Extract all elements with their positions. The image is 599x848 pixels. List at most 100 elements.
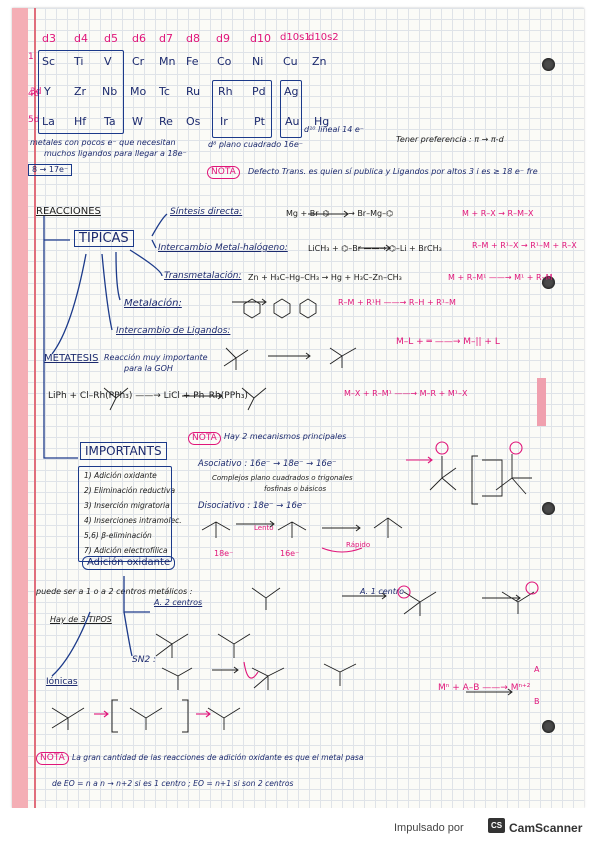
- d8-metals-box: [212, 80, 272, 138]
- element-symbol: Pd: [252, 85, 266, 98]
- element-symbol: Ta: [104, 115, 116, 128]
- eq-adicion-a: A: [534, 665, 540, 674]
- label-a-2-centros: A. 2 centros: [154, 598, 203, 607]
- box-tipicas: TIPICAS: [74, 230, 134, 247]
- eq-sintesis-general: M + R–X → R–M–X: [462, 209, 534, 218]
- element-symbol: Ru: [186, 85, 201, 98]
- list-item: 2) Eliminación reductiva: [84, 486, 176, 495]
- period-label: 3d: [30, 87, 42, 97]
- nota-badge: NOTA: [36, 752, 69, 765]
- note-asociativo: Complejos plano cuadrados o trigonales: [212, 474, 353, 482]
- label-metatesis: METATESIS: [44, 353, 99, 364]
- nota-trans-text: Defecto Trans. es quien sí publica y Lig…: [248, 167, 538, 176]
- eq-adicion-general: Mⁿ + A–B ——→ Mⁿ⁺²: [438, 683, 531, 693]
- element-symbol: Ti: [74, 55, 84, 68]
- note-early-metals: metales con pocos e⁻ que necesitan: [30, 138, 176, 147]
- label-metalacion: Metalación:: [124, 298, 182, 309]
- box-adicion-oxidante: Adición oxidante: [82, 556, 176, 570]
- element-symbol: Nb: [102, 85, 118, 98]
- element-symbol: Cu: [283, 55, 298, 68]
- d10-metals-box: [280, 80, 302, 138]
- label-18e: 18e⁻: [214, 549, 234, 558]
- label-lento: Lento: [254, 524, 274, 532]
- d-label: d7: [159, 32, 173, 45]
- element-symbol: Zr: [74, 85, 87, 98]
- eq-transmetalacion-general: M + R–M¹ ——→ M¹ + R–M: [448, 273, 553, 282]
- text-hay-3-tipos: Hay de 3 TIPOS: [50, 615, 112, 624]
- list-item: 4) Inserciones intramolec.: [84, 516, 182, 525]
- d-label: d4: [74, 32, 88, 45]
- handwritten-diagram: [43, 210, 539, 733]
- note-d10: d¹⁰ lineal 14 e⁻: [304, 125, 365, 134]
- list-item: 3) Inserción migratoria: [84, 501, 170, 510]
- d-label: d8: [186, 32, 200, 45]
- camscanner-logo-icon: CS: [488, 818, 505, 833]
- element-symbol: Mn: [159, 55, 176, 68]
- binder-hole: [542, 502, 555, 515]
- tipicas-connectors: [43, 213, 168, 677]
- d-label: d10s2: [308, 32, 339, 43]
- binder-hole: [542, 276, 555, 289]
- list-item: 1) Adición oxidante: [84, 471, 157, 480]
- label-asociativo: Asociativo : 16e⁻ → 18e⁻ → 16e⁻: [198, 459, 337, 469]
- pink-annotations: [94, 441, 539, 718]
- element-symbol: Y: [44, 85, 51, 98]
- element-symbol: Mo: [130, 85, 147, 98]
- reaction-arrows: [182, 210, 521, 696]
- element-symbol: La: [42, 115, 55, 128]
- label-intercambio-mh: Intercambio Metal-halógeno:: [158, 243, 288, 253]
- label-ionicas: Iónicas: [46, 677, 78, 687]
- list-item: 5,6) β-eliminación: [84, 531, 152, 540]
- element-symbol: V: [104, 55, 112, 68]
- element-symbol: Ir: [220, 115, 228, 128]
- note-preference: Tener preferencia : π → π-d: [396, 135, 504, 144]
- box-importantes: IMPORTANTS: [80, 442, 167, 460]
- molecule-sketches: [51, 298, 535, 730]
- element-symbol: Hf: [74, 115, 87, 128]
- nota-final-line-2: de EO = n a n → n+2 si es 1 centro ; EO …: [52, 779, 294, 788]
- nota-final-line-1: La gran cantidad de las reacciones de ad…: [72, 753, 364, 762]
- element-symbol: Re: [159, 115, 173, 128]
- d-label: d5: [104, 32, 118, 45]
- element-symbol: Tc: [159, 85, 170, 98]
- element-symbol: Zn: [312, 55, 327, 68]
- element-symbol: Hg: [314, 115, 330, 128]
- eq-metalacion-general: R–M + R¹H ——→ R–H + R¹–M: [338, 298, 456, 307]
- element-symbol: Os: [186, 115, 201, 128]
- eq-intercambio-general: R–M + R¹–X → R¹–M + R–X: [472, 241, 577, 250]
- element-symbol: Cr: [132, 55, 145, 68]
- element-symbol: Fe: [186, 55, 199, 68]
- binder-hole: [542, 58, 555, 71]
- label-a-1-centro: A. 1 centro: [360, 587, 405, 596]
- nota-badge: NOTA: [207, 166, 240, 179]
- label-sintesis-directa: Síntesis directa:: [170, 207, 243, 217]
- label-intercambio-ligandos: Intercambio de Ligandos:: [116, 326, 231, 336]
- d-label: d10: [250, 32, 271, 45]
- note-metatesis-2: para la GOH: [124, 364, 173, 373]
- circle-number: 1: [28, 52, 34, 62]
- note-asociativo-2: fosfinas o básicos: [264, 485, 327, 493]
- eq-metatesis: LiPh + Cl–Rh(PPh₃) ——→ LiCl + Ph–Rh(PPh₃…: [48, 391, 248, 401]
- d-label: d3: [42, 32, 56, 45]
- label-16e: 16e⁻: [280, 549, 300, 558]
- page-margin-strip: [12, 8, 28, 808]
- period-label: 4d: [28, 89, 40, 99]
- element-symbol: Au: [285, 115, 300, 128]
- element-symbol: Pt: [254, 115, 265, 128]
- binder-hole: [542, 720, 555, 733]
- element-symbol: W: [132, 115, 143, 128]
- label-sn2: SN2 :: [132, 655, 157, 665]
- note-early-metals-2: muchos ligandos para llegar a 18e⁻: [44, 149, 187, 158]
- note-electron-range: 8 → 17e⁻: [28, 164, 73, 176]
- element-symbol: Ni: [252, 55, 264, 68]
- eq-intercambio-ligandos-general: M–L + ═ ——→ M–|| + L: [396, 337, 500, 347]
- nota-badge: NOTA: [188, 432, 221, 445]
- eq-metatesis-general: M–X + R–M¹ ——→ M–R + M¹–X: [344, 389, 468, 398]
- element-symbol: Sc: [42, 55, 56, 68]
- eq-adicion-b: B: [534, 697, 540, 706]
- label-rapido: Rápido: [346, 541, 371, 549]
- note-d8: d⁸ plano cuadrado 16e⁻: [208, 140, 304, 149]
- section-title-reacciones: REACCIONES: [36, 206, 101, 217]
- period-label: 5d: [28, 115, 40, 125]
- page-margin-line: [34, 8, 36, 808]
